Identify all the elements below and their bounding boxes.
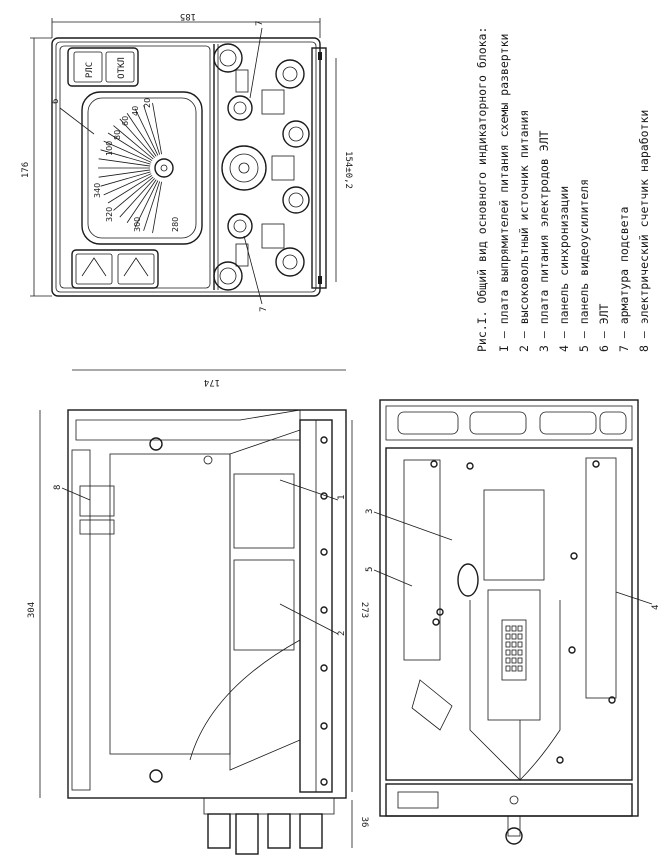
dim-width: 185 xyxy=(180,11,196,21)
otkl-button xyxy=(105,51,135,83)
front-panel-view: РЛС ОТКЛ 20 40 60 80 100 280 300 320 340 xyxy=(21,11,353,312)
rls-button xyxy=(73,51,103,83)
crt-socket xyxy=(501,619,527,681)
label-4: 4 xyxy=(651,605,661,610)
dim-depth: 174 xyxy=(204,377,220,387)
crt-scale-rays xyxy=(98,102,162,234)
scale-mark-280: 280 xyxy=(171,217,180,232)
label-8: 8 xyxy=(53,485,63,490)
rls-button-label: РЛС xyxy=(85,62,95,78)
indicator-left xyxy=(75,253,113,285)
board-3 xyxy=(483,489,545,581)
board-1-panel xyxy=(109,453,231,755)
label-5: 5 xyxy=(365,567,375,572)
caption-item-3: 3 – плата питания электродов ЭЛТ xyxy=(537,130,551,352)
scale-mark-60: 60 xyxy=(121,116,130,126)
caption-item-7: 7 – арматура подсвета xyxy=(617,207,631,352)
label-7-bottom: 7 xyxy=(259,307,269,312)
caption-item-4: 4 – панель синхронизации xyxy=(557,186,571,352)
panel-5 xyxy=(403,459,441,661)
mounting-flange xyxy=(311,47,327,289)
top-view: 3 5 4 xyxy=(365,399,661,845)
scale-mark-80: 80 xyxy=(113,130,122,140)
label-3: 3 xyxy=(365,509,375,514)
center-knob xyxy=(221,145,267,191)
caption: Рис.I. Общий вид основного индикаторного… xyxy=(475,27,651,352)
control-knobs xyxy=(213,43,310,291)
label-6: 6 xyxy=(51,99,61,104)
top-bolts xyxy=(430,460,616,764)
side-view: 174 304 273 36 8 1 2 xyxy=(27,369,369,855)
dim-height: 176 xyxy=(21,162,31,178)
panel-4 xyxy=(585,457,617,699)
front-panel-outline xyxy=(51,37,321,297)
dim-knob: 36 xyxy=(359,817,369,828)
caption-item-1: I – плата выпрямителей питания схемы раз… xyxy=(497,34,511,353)
side-bolts xyxy=(320,436,328,786)
caption-item-8: 8 – электрический счетчик наработки xyxy=(637,110,651,352)
label-2: 2 xyxy=(337,631,347,636)
caption-item-6: 6 – ЭЛТ xyxy=(597,303,611,352)
socket-grid xyxy=(505,625,523,672)
scale-mark-40: 40 xyxy=(131,106,140,116)
otkl-button-label: ОТКЛ xyxy=(117,57,127,79)
caption-title: Рис.I. Общий вид основного индикаторного… xyxy=(475,27,489,352)
crt-center xyxy=(154,158,174,178)
dim-mount: 154±0,2 xyxy=(343,151,353,189)
label-7-top: 7 xyxy=(255,21,265,26)
scale-mark-100: 100 xyxy=(105,141,114,156)
caption-item-5: 5 – панель видеоусилителя xyxy=(577,179,591,352)
scale-mark-300: 300 xyxy=(133,217,142,232)
caption-item-2: 2 – высоковольтный источник питания xyxy=(517,110,531,352)
scale-mark-340: 340 xyxy=(93,183,102,198)
label-1: 1 xyxy=(337,495,347,500)
scale-mark-20: 20 xyxy=(143,98,152,108)
crt-screen xyxy=(81,91,203,245)
scale-mark-320: 320 xyxy=(105,207,114,222)
dim-length: 304 xyxy=(27,602,37,618)
indicator-right xyxy=(117,253,155,285)
dim-inner: 273 xyxy=(359,602,369,618)
